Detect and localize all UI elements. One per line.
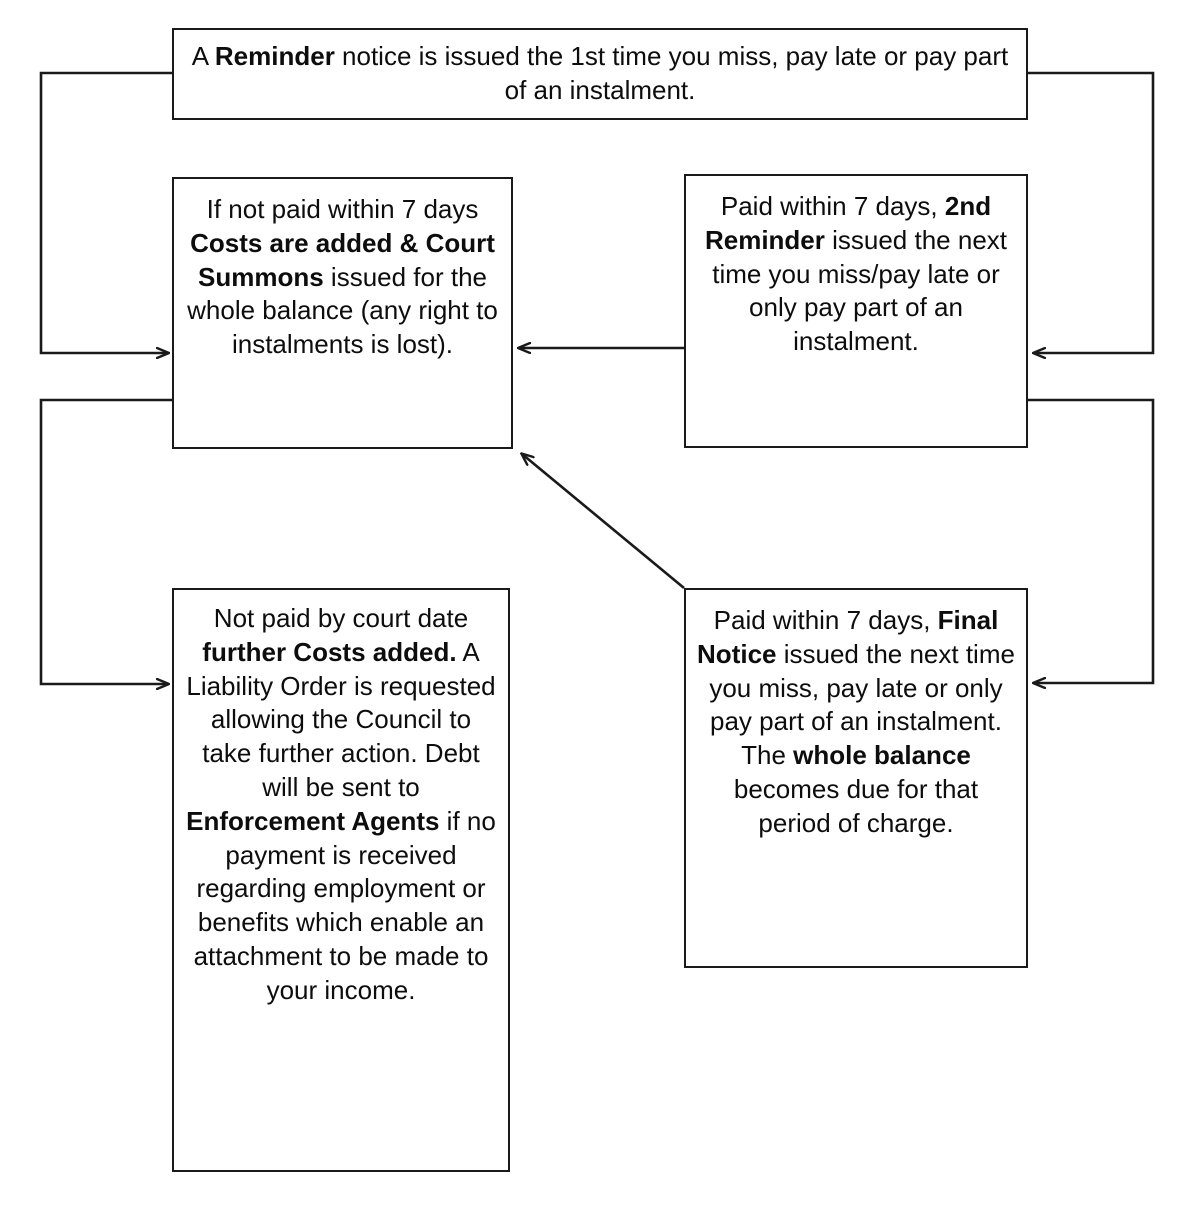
second-reminder-box: Paid within 7 days, 2nd Reminder issued …	[684, 174, 1028, 448]
connector-reminder-to-second-reminder	[1028, 71, 1155, 353]
costs-and-court-summons-text: If not paid within 7 days Costs are adde…	[187, 194, 498, 360]
connector-second-reminder-to-final-notice	[1028, 398, 1155, 683]
connector-reminder-to-costs-summons	[39, 71, 172, 353]
liability-order-text: Not paid by court date further Costs add…	[186, 603, 496, 1005]
connector-final-notice-to-costs-summons	[522, 454, 685, 590]
reminder-notice-box: A Reminder notice is issued the 1st time…	[172, 28, 1028, 120]
final-notice-text: Paid within 7 days, Final Notice issued …	[697, 605, 1015, 838]
costs-and-court-summons-box: If not paid within 7 days Costs are adde…	[172, 177, 513, 449]
reminder-notice-text: A Reminder notice is issued the 1st time…	[191, 41, 1009, 105]
connector-costs-summons-to-liability-order	[39, 398, 172, 684]
second-reminder-text: Paid within 7 days, 2nd Reminder issued …	[704, 191, 1008, 357]
final-notice-box: Paid within 7 days, Final Notice issued …	[684, 588, 1028, 968]
liability-order-box: Not paid by court date further Costs add…	[172, 588, 510, 1172]
